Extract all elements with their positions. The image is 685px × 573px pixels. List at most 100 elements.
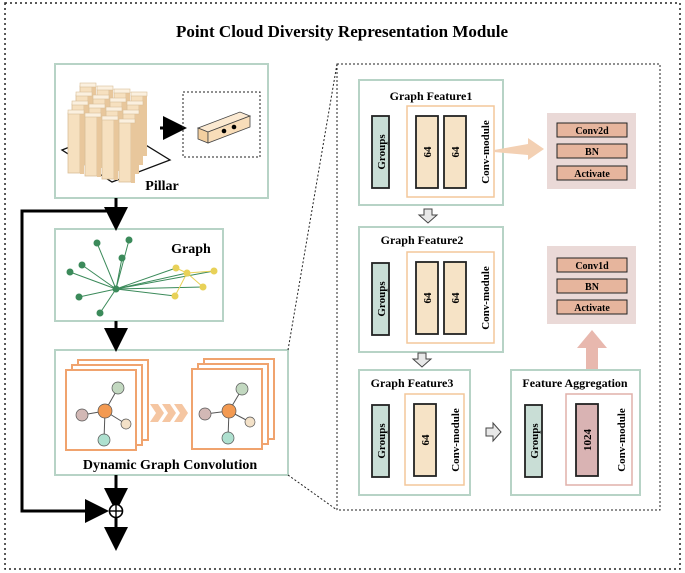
single-pillar-inset xyxy=(182,91,261,158)
zoom-line-bottom xyxy=(287,474,338,511)
graph-edge xyxy=(78,288,117,298)
pillar-column-top xyxy=(67,109,85,115)
bn-item-1 xyxy=(556,143,628,159)
pillar-column-side xyxy=(80,114,84,174)
gf1-bar2-label: 64 xyxy=(450,146,462,158)
graph-node xyxy=(172,264,180,272)
pillar-column-top xyxy=(79,82,97,88)
graph-edge xyxy=(115,257,123,290)
graph-node xyxy=(171,292,179,300)
gf1-bar2 xyxy=(443,115,467,189)
pillar-column-top xyxy=(109,97,127,103)
graph-node xyxy=(210,267,218,275)
gf3-bar1 xyxy=(413,403,437,477)
detail-frame xyxy=(336,63,661,511)
zoom-line-top xyxy=(287,63,338,351)
graph-edge xyxy=(96,242,117,290)
conv2d-item xyxy=(556,122,628,138)
fa-bar1-label: 1024 xyxy=(582,429,594,452)
bn-item-2 xyxy=(556,278,628,294)
graph-edge xyxy=(115,286,204,290)
graph-edge xyxy=(186,270,215,274)
gf1-to-conv2d-arrow xyxy=(494,138,544,160)
pillar-column-top xyxy=(71,100,89,106)
gf3-title: Graph Feature3 xyxy=(371,376,454,390)
fa-groups xyxy=(524,404,543,478)
pillar-column-top xyxy=(75,91,93,97)
graph-edge xyxy=(115,288,176,297)
pillar-column-top xyxy=(88,103,106,109)
pillar-column-side xyxy=(97,117,101,177)
conv1d-item-label: Conv1d xyxy=(575,261,609,272)
graph-edge xyxy=(81,264,117,290)
pillar-columns-illustration xyxy=(60,82,172,183)
graph-edge xyxy=(99,288,117,314)
graph-edge xyxy=(186,272,204,288)
pillar-column-top xyxy=(84,112,102,118)
fa-groups-label: Groups xyxy=(529,423,541,459)
gf1-title: Graph Feature1 xyxy=(390,89,473,103)
pillar-column-top xyxy=(122,109,140,115)
fa-module-label: Conv-module xyxy=(616,408,628,472)
conv1d-item xyxy=(556,257,628,273)
gf2-title: Graph Feature2 xyxy=(381,233,464,247)
pillar-column-top xyxy=(126,100,144,106)
circled-plus-icon xyxy=(108,503,124,519)
gf1-groups xyxy=(371,115,390,189)
activate-item-2 xyxy=(556,299,628,315)
chevron-arrows-icon xyxy=(150,404,188,422)
gf2-bar1 xyxy=(415,261,439,335)
gf2-groups xyxy=(371,262,390,336)
pillar-column-top xyxy=(118,118,136,124)
graph-node xyxy=(66,268,74,276)
pillar-column-top xyxy=(92,94,110,100)
pillar-column-side xyxy=(139,105,143,165)
gf3-groups xyxy=(371,404,390,478)
pillar-column xyxy=(101,118,115,180)
pillar-column-side xyxy=(143,96,147,156)
gf1-bar1 xyxy=(415,115,439,189)
gf2-groups-label: Groups xyxy=(376,281,388,317)
pillar-column-side xyxy=(135,114,139,174)
pillar-column-side xyxy=(131,123,135,183)
pillar-column-top xyxy=(105,106,123,112)
graph-label: Graph xyxy=(171,242,211,257)
bn-item-2-label: BN xyxy=(585,282,600,293)
gf2-bar2 xyxy=(443,261,467,335)
graph-node xyxy=(93,239,101,247)
graph-panel xyxy=(54,228,224,322)
gf3-groups-label: Groups xyxy=(376,423,388,459)
pillar-column xyxy=(67,112,81,174)
diagram-title: Point Cloud Diversity Representation Mod… xyxy=(176,22,509,41)
pillar-column-top xyxy=(113,88,131,94)
arrow-gf2-to-gf3 xyxy=(411,352,433,368)
graph-edge xyxy=(69,271,117,290)
gf1-module-label: Conv-module xyxy=(480,120,492,184)
graph-edge xyxy=(115,267,177,290)
arrow-gf3-to-fa xyxy=(485,421,502,443)
graph-edge xyxy=(174,272,188,297)
right-card-graph xyxy=(198,382,256,445)
pillar-column-top xyxy=(96,85,114,91)
pillar-column-side xyxy=(114,120,118,180)
pillar-label: Pillar xyxy=(145,179,178,194)
bn-item-1-label: BN xyxy=(585,147,600,158)
graph-node xyxy=(112,285,120,293)
activate-item-2-label: Activate xyxy=(574,303,610,314)
graph-node xyxy=(199,283,207,291)
pillar-column-top xyxy=(101,115,119,121)
dynamic-graph-cards-icon xyxy=(65,358,275,451)
gf2-module-label: Conv-module xyxy=(480,266,492,330)
graph-node xyxy=(125,236,133,244)
gf1-bar1-label: 64 xyxy=(422,146,434,158)
gf1-groups-label: Groups xyxy=(376,134,388,170)
pillar-column xyxy=(118,121,132,183)
dgc-label: Dynamic Graph Convolution xyxy=(83,458,257,473)
activate-item-1 xyxy=(556,165,628,181)
graph-node xyxy=(96,309,104,317)
graph-edge xyxy=(115,239,130,290)
graph-node xyxy=(118,254,126,262)
gf2-bar2-label: 64 xyxy=(450,292,462,304)
arrow-gf1-to-gf2 xyxy=(417,208,439,224)
